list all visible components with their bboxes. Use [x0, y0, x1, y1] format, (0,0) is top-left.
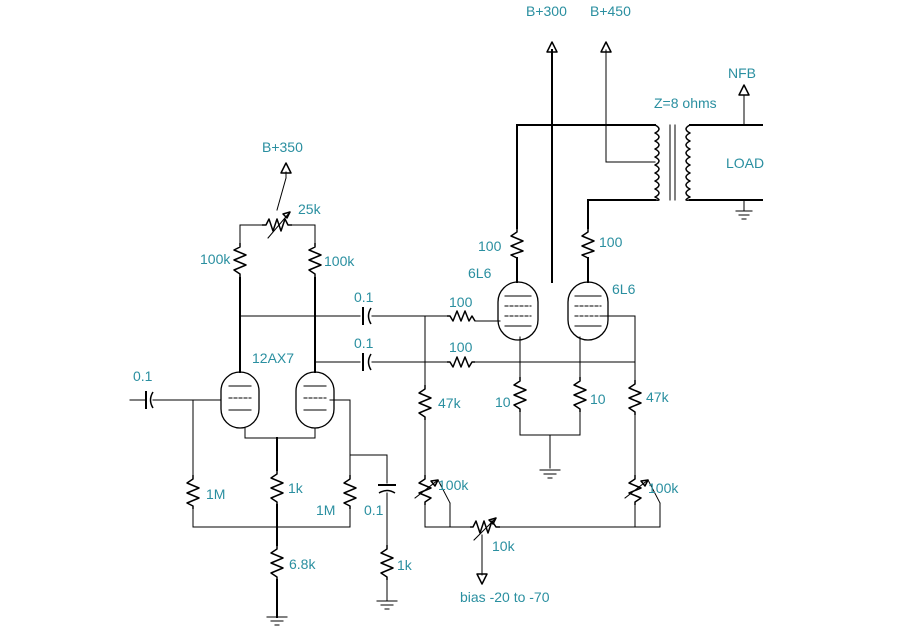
- resistor-1m-left-label: 1M: [206, 486, 225, 502]
- output-transformer: [654, 124, 691, 201]
- labels: B+300 B+450 B+350 NFB Z=8 ohms LOAD 12AX…: [133, 3, 764, 605]
- tube-12ax7-label: 12AX7: [252, 350, 294, 366]
- pot-100k-right-label: 100k: [648, 480, 679, 496]
- supply-arrows: [280, 41, 750, 585]
- resistor-100-grid-left: [447, 310, 476, 322]
- resistor-47k-right: [628, 380, 642, 415]
- b-plus-300-label: B+300: [526, 3, 567, 19]
- b-plus-300-arrow: [546, 41, 558, 53]
- resistor-100-screen-left-label: 100: [478, 238, 502, 254]
- resistor-1m-right: [343, 475, 357, 509]
- resistor-10-right: [573, 377, 587, 412]
- b-plus-450-label: B+450: [590, 3, 631, 19]
- resistor-1m-right-label: 1M: [316, 502, 335, 518]
- ground-icon: [735, 210, 753, 220]
- resistor-100k-left-label: 100k: [200, 251, 231, 267]
- ground-icon: [266, 616, 288, 626]
- pot-wiper-icon: [624, 479, 649, 499]
- capacitor-coupling-bottom-label: 0.1: [354, 335, 374, 351]
- resistor-25k-pot: [262, 218, 292, 232]
- capacitors: [129, 307, 396, 494]
- pot-wiper-icon: [414, 479, 439, 499]
- capacitor-coupling-top: [362, 307, 372, 325]
- resistor-100-grid-right: [447, 356, 475, 368]
- resistor-10-left-label: 10: [495, 394, 511, 410]
- resistor-47k-right-label: 47k: [646, 389, 670, 405]
- capacitor-coupling-bottom: [362, 353, 372, 371]
- resistor-100-screen-left: [510, 228, 524, 259]
- capacitor-input-label: 0.1: [133, 368, 153, 384]
- ground-icon: [539, 469, 561, 479]
- resistors: [186, 211, 661, 580]
- pot-100k-left-label: 100k: [438, 477, 469, 493]
- wiring: [152, 49, 763, 618]
- impedance-label: Z=8 ohms: [654, 95, 717, 111]
- tubes: [220, 281, 609, 429]
- b-plus-350-label: B+350: [262, 139, 303, 155]
- pot-wiper-icon: [473, 517, 497, 541]
- resistor-100-grid-left-label: 100: [449, 294, 473, 310]
- nfb-label: NFB: [728, 65, 756, 81]
- resistor-100k-left: [233, 243, 247, 278]
- capacitor-coupling-top-label: 0.1: [354, 289, 374, 305]
- resistor-25k-label: 25k: [298, 201, 322, 217]
- resistor-1m-left: [186, 475, 200, 509]
- tube-6l6-left: [497, 281, 539, 341]
- resistor-100-screen-right: [581, 228, 595, 259]
- ground-symbols: [266, 210, 753, 626]
- b-plus-350-arrow: [280, 162, 292, 174]
- tube-6l6-right-label: 6L6: [612, 281, 636, 297]
- pot-10k-label: 10k: [492, 538, 516, 554]
- resistor-1k-tail: [270, 470, 284, 505]
- tube-12ax7-right: [295, 371, 335, 429]
- b-plus-450-arrow: [600, 41, 612, 53]
- resistor-6-8k-label: 6.8k: [289, 556, 316, 572]
- tube-6l6-left-label: 6L6: [468, 265, 492, 281]
- resistor-100-grid-right-label: 100: [449, 339, 473, 355]
- resistor-47k-left: [418, 385, 432, 420]
- resistor-1k-bypass: [380, 545, 394, 580]
- resistor-1k-bypass-label: 1k: [397, 557, 413, 573]
- capacitor-bypass: [378, 484, 396, 494]
- resistor-100k-right: [308, 243, 322, 278]
- resistor-10-right-label: 10: [590, 391, 606, 407]
- tube-12ax7-left: [220, 371, 260, 429]
- capacitor-bypass-label: 0.1: [364, 502, 384, 518]
- bias-input-arrow: [476, 573, 488, 585]
- resistor-47k-left-label: 47k: [438, 395, 462, 411]
- resistor-100k-right-label: 100k: [324, 253, 355, 269]
- resistor-100-screen-right-label: 100: [599, 234, 623, 250]
- resistor-10-left: [513, 377, 527, 412]
- resistor-6-8k: [270, 545, 284, 580]
- pot-10k-center: [470, 520, 500, 534]
- bias-voltage-label: bias -20 to -70: [460, 589, 550, 605]
- resistor-1k-tail-label: 1k: [288, 480, 304, 496]
- tube-6l6-right: [567, 281, 609, 341]
- nfb-arrow: [738, 84, 750, 96]
- ground-icon: [376, 600, 398, 610]
- capacitor-input: [129, 391, 154, 409]
- load-label: LOAD: [726, 155, 764, 171]
